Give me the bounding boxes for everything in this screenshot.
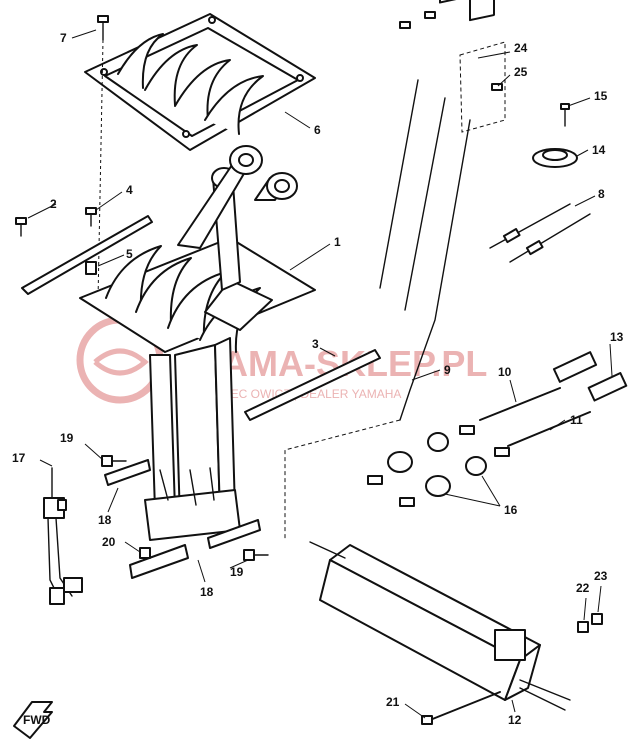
part-grommet-14: [532, 148, 578, 168]
callout-5: 5: [126, 247, 133, 261]
callout-18b: 18: [200, 585, 214, 599]
part-plate-18a: [104, 459, 151, 486]
part-bolt-19b: [243, 549, 269, 561]
callout-24: 24: [514, 41, 528, 55]
callout-12: 12: [508, 713, 522, 727]
part-control-box: [79, 237, 316, 541]
callout-18a: 18: [98, 513, 112, 527]
callout-14: 14: [592, 143, 606, 157]
part-washer-22: [577, 621, 589, 633]
callout-25: 25: [514, 65, 528, 79]
callout-4: 4: [126, 183, 133, 197]
part-bolt-21: [421, 691, 501, 725]
callout-8: 8: [598, 187, 605, 201]
part-connectors-13: [552, 351, 628, 402]
part-rod-10: [479, 387, 561, 421]
part-cables: [284, 79, 471, 540]
part-harness-box-12: [309, 541, 571, 711]
part-bolt-19a: [101, 455, 127, 467]
fwd-direction-icon: FWD: [13, 701, 53, 739]
leader-lines: [27, 29, 613, 719]
callout-9: 9: [444, 363, 451, 377]
part-rod-11: [507, 411, 591, 447]
part-screw-2: [15, 217, 27, 237]
part-screw-4: [85, 207, 97, 227]
callout-19a: 19: [60, 431, 74, 445]
callout-7: 7: [60, 31, 67, 45]
part-plate-3: [244, 349, 381, 421]
part-lever-cover: [84, 13, 316, 151]
part-neutral-switch: [43, 467, 83, 605]
part-screw-7: [97, 15, 109, 41]
callout-2: 2: [50, 197, 57, 211]
callout-20: 20: [102, 535, 116, 549]
callout-6: 6: [314, 123, 321, 137]
callout-17: 17: [12, 451, 26, 465]
callout-11: 11: [570, 413, 583, 427]
fwd-label: FWD: [23, 713, 51, 727]
part-grommets-16: [367, 425, 510, 507]
callout-22: 22: [576, 581, 590, 595]
callout-10: 10: [498, 365, 512, 379]
callout-1: 1: [334, 235, 341, 249]
part-shift-handles: [177, 145, 298, 291]
part-cable-clips: [399, 0, 506, 133]
part-nut-5: [85, 261, 97, 275]
callout-13: 13: [610, 330, 624, 344]
callout-16: 16: [504, 503, 518, 517]
callout-23: 23: [594, 569, 608, 583]
part-nut-23: [591, 613, 603, 625]
part-nut-20: [139, 547, 151, 559]
callout-labels: 7 2 4 5 1 6 3 24 25 15 14 8 13 9 10 11 1…: [12, 31, 624, 727]
part-plate-18b: [129, 544, 189, 579]
callout-21: 21: [386, 695, 400, 709]
part-plate-18c: [207, 519, 261, 549]
part-cable-ends-8: [489, 203, 591, 263]
callout-19b: 19: [230, 565, 244, 579]
callout-3: 3: [312, 337, 319, 351]
part-screw-15: [560, 103, 570, 127]
callout-15: 15: [594, 89, 608, 103]
part-strap: [21, 215, 153, 295]
